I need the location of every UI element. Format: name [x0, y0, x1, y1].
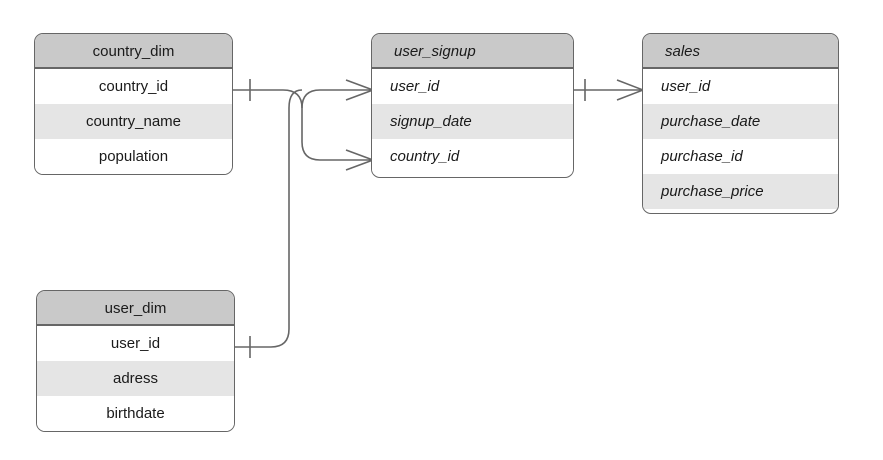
entity-column-sales-user_id[interactable]: user_id: [643, 69, 838, 104]
entity-column-sales-purchase_price[interactable]: purchase_price: [643, 174, 838, 209]
connector-trunk-upper-branch: [301, 89, 373, 109]
entity-column-user_signup-user_id[interactable]: user_id: [372, 69, 573, 104]
connector-user-dim-to-user-signup: [233, 89, 303, 348]
entity-title-country_dim: country_dim: [35, 34, 232, 69]
entity-title-sales: sales: [643, 34, 838, 69]
entity-column-country_dim-population[interactable]: population: [35, 139, 232, 174]
entity-title-user_dim: user_dim: [37, 291, 234, 326]
entity-column-user_dim-adress[interactable]: adress: [37, 361, 234, 396]
entity-column-user_signup-signup_date[interactable]: signup_date: [372, 104, 573, 139]
connector-country-dim-to-user-signup-upper: [233, 89, 373, 161]
entity-column-country_dim-country_id[interactable]: country_id: [35, 69, 232, 104]
entity-title-user_signup: user_signup: [372, 34, 573, 69]
crowsfoot-user-signup-country-id: [345, 149, 374, 171]
entity-column-user_dim-birthdate[interactable]: birthdate: [37, 396, 234, 431]
entity-column-sales-purchase_date[interactable]: purchase_date: [643, 104, 838, 139]
entity-column-user_dim-user_id[interactable]: user_id: [37, 326, 234, 361]
entity-column-sales-purchase_id[interactable]: purchase_id: [643, 139, 838, 174]
entity-column-user_signup-country_id[interactable]: country_id: [372, 139, 573, 174]
entity-column-country_dim-country_name[interactable]: country_name: [35, 104, 232, 139]
crowsfoot-sales-user-id: [616, 79, 644, 101]
crowsfoot-user-signup-user-id: [345, 79, 374, 101]
